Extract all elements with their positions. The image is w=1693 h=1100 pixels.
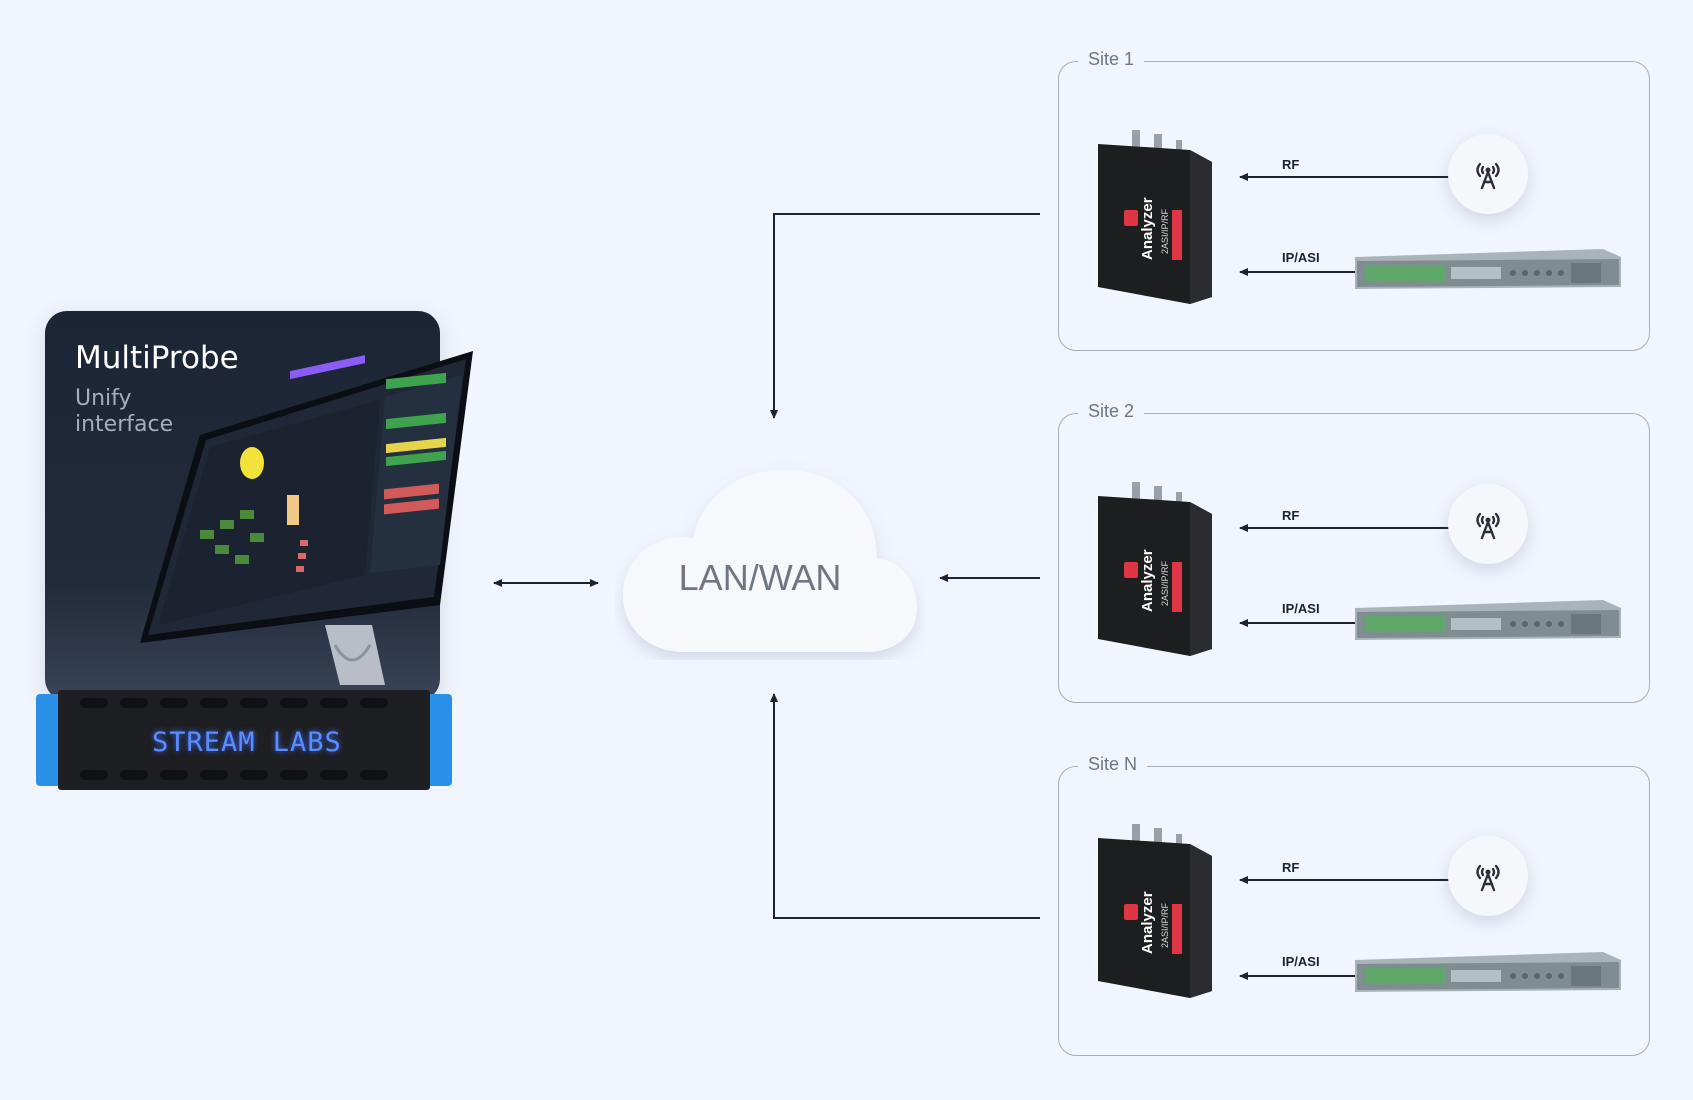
rack-brand-label: STREAM LABS (152, 727, 342, 758)
stream-labs-rack (36, 690, 452, 790)
site-label-2: Site 2 (1078, 401, 1145, 422)
analyzer-subtitle: 2ASI/IP/RF (1160, 560, 1170, 606)
analyzer-device-2: Analyzer 2ASI/IP/RF (1098, 482, 1212, 656)
site-box-2 (1058, 413, 1650, 703)
site-label-n: Site N (1078, 754, 1148, 775)
rf-label-1: RF (1282, 157, 1300, 172)
ipasi-label-n: IP/ASI (1282, 954, 1320, 969)
analyzer-title: Analyzer (1139, 891, 1156, 954)
antenna-icon (1448, 134, 1528, 214)
antenna-icon (1448, 836, 1528, 916)
network-label: LAN/WAN (678, 557, 842, 598)
analyzer-subtitle: 2ASI/IP/RF (1160, 208, 1170, 254)
analyzer-device-1: Analyzer 2ASI/IP/RF (1098, 130, 1212, 304)
ipasi-label-2: IP/ASI (1282, 601, 1320, 616)
site-box-1 (1058, 61, 1650, 351)
analyzer-device-n: Analyzer 2ASI/IP/RF (1098, 824, 1212, 998)
ipasi-label-1: IP/ASI (1282, 250, 1320, 265)
monitor-image (140, 351, 473, 685)
receiver-device-2 (1355, 600, 1621, 640)
analyzer-title: Analyzer (1139, 197, 1156, 260)
antenna-icon (1448, 484, 1528, 564)
site-box-n (1058, 766, 1650, 1056)
receiver-device-1 (1355, 249, 1621, 289)
site-label-1: Site 1 (1078, 49, 1145, 70)
multiprobe-title: MultiProbe (75, 340, 239, 376)
rf-label-2: RF (1282, 508, 1300, 523)
analyzer-title: Analyzer (1139, 549, 1156, 612)
cloud-icon (623, 469, 917, 652)
multiprobe-subtitle: Unify interface (75, 386, 174, 437)
analyzer-subtitle: 2ASI/IP/RF (1160, 902, 1170, 948)
rf-label-n: RF (1282, 860, 1300, 875)
receiver-device-n (1355, 952, 1621, 992)
